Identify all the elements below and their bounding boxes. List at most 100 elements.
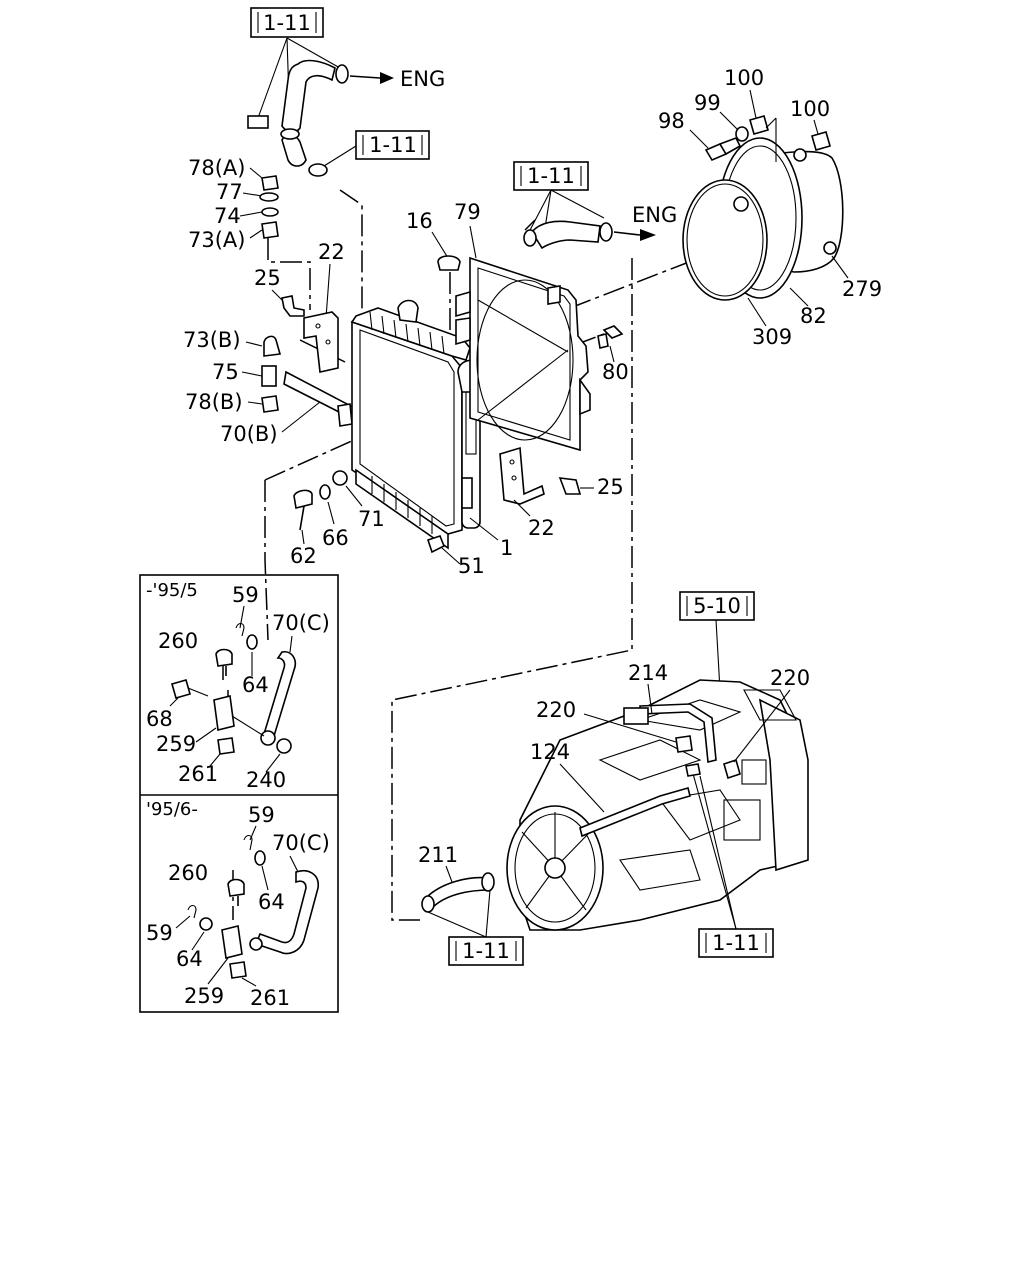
washer-64-late-b [199,917,213,931]
callout-25-right: 25 [597,475,624,499]
inset-late-59-b: 59 [146,921,173,945]
callout-220-b: 220 [770,666,810,690]
bracket-22-bottom [499,446,545,505]
callout-99: 99 [694,91,721,115]
nut-240 [276,738,292,754]
inset-early-259: 259 [156,732,196,756]
nut-78a [261,175,279,191]
inset-early-261: 261 [178,762,218,786]
nut-78b [261,395,279,413]
top-tank-fins [369,311,445,355]
spacer-75 [261,365,277,387]
callout-16: 16 [406,209,433,233]
callout-82: 82 [800,304,827,328]
callout-1: 1 [500,536,513,560]
callout-309: 309 [752,325,792,349]
callout-124: 124 [530,740,570,764]
ref-engine-label: 5-10 [693,594,741,618]
bolt-25-left [281,295,305,317]
radiator-bottom-tank [355,468,449,550]
drain-cock-51 [426,535,446,554]
callout-71: 71 [358,507,385,531]
tank-214 [623,707,649,725]
inset-early: -'95/5 59 70(C) 260 64 68 259 261 240 [146,580,330,792]
nut-100-b [811,131,831,151]
inset-early-260: 260 [158,629,198,653]
upper-hose-end [281,134,307,167]
callout-77: 77 [216,180,243,204]
callout-78a: 78(A) [188,156,245,180]
inset-early-70c: 70(C) [272,611,330,635]
ref-bottom-left-label: 1-11 [462,939,510,963]
callout-100-a: 100 [724,66,764,90]
lower-hose-group: 1-11 ENG [513,161,677,250]
eng-arrow-right-head [640,229,656,241]
fan-ring [682,137,844,301]
upper-hose [281,59,336,133]
eng-arrow-top-head [380,72,394,84]
ref-hose-right-label: 1-11 [527,164,575,188]
callout-22-bottom: 22 [528,516,555,540]
inset-late-260: 260 [168,861,208,885]
washer-66 [319,484,331,500]
callout-220-a: 220 [536,698,576,722]
callout-73b: 73(B) [183,328,241,352]
callout-75: 75 [212,360,239,384]
callout-214: 214 [628,661,668,685]
ref-box-engine[interactable]: 5-10 [679,591,755,621]
bolt-25-right [558,477,582,495]
radiator-cap-16 [437,255,461,271]
hose-clamp-3 [308,163,328,177]
callout-78b: 78(B) [185,390,243,414]
callout-62: 62 [290,544,317,568]
bracket-259-early [213,695,235,731]
inset-late-64-a: 64 [258,890,285,914]
inset-late-261: 261 [250,986,290,1010]
ref-box-bottom-left[interactable]: 1-11 [448,936,524,966]
seal-309 [682,179,768,301]
inset-late-label: '95/6- [146,799,198,820]
inset-early-59: 59 [232,583,259,607]
ref-box-bottom-right[interactable]: 1-11 [698,928,774,958]
fan-shroud-79 [469,256,589,452]
callout-100-b: 100 [790,97,830,121]
bottom-tank-fins [371,476,433,534]
inset-early-68: 68 [146,707,173,731]
fitting-220-a [675,735,693,753]
ref-box-top[interactable]: 1-11 [250,7,324,38]
inset-early-64: 64 [242,673,269,697]
callout-51: 51 [458,554,485,578]
callout-25-left: 25 [254,266,281,290]
callout-98: 98 [658,109,685,133]
inset-late-70c: 70(C) [272,831,330,855]
inset-late-259: 259 [184,984,224,1008]
radiator-top-tank [350,307,471,361]
engine-rear-housing [758,698,809,872]
callout-279: 279 [842,277,882,301]
ref-box-hose-right[interactable]: 1-11 [513,161,589,191]
inset-late-64-b: 64 [176,947,203,971]
nut-220-b [723,758,741,780]
washer-77 [259,192,279,202]
callout-79: 79 [454,200,481,224]
ref-box-hose-mid[interactable]: 1-11 [355,130,430,160]
bolt-260-early [215,648,233,667]
bolt-260-late [227,878,245,897]
callout-211: 211 [418,843,458,867]
hose-clamp-screw [247,115,269,129]
upper-hose-group: 1-11 ENG [247,7,445,177]
engine [506,679,809,931]
washer-74 [261,207,279,217]
callout-74: 74 [214,204,241,228]
callout-66: 66 [322,526,349,550]
washer-71 [332,470,348,486]
washer-64-early [246,634,258,650]
inset-early-label: -'95/5 [146,580,198,601]
washer-99 [735,126,749,142]
cushion-73b [263,335,282,357]
callout-80: 80 [602,360,629,384]
callout-22-top: 22 [318,240,345,264]
eng-label-top: ENG [400,67,445,91]
ref-top-label: 1-11 [263,11,311,35]
